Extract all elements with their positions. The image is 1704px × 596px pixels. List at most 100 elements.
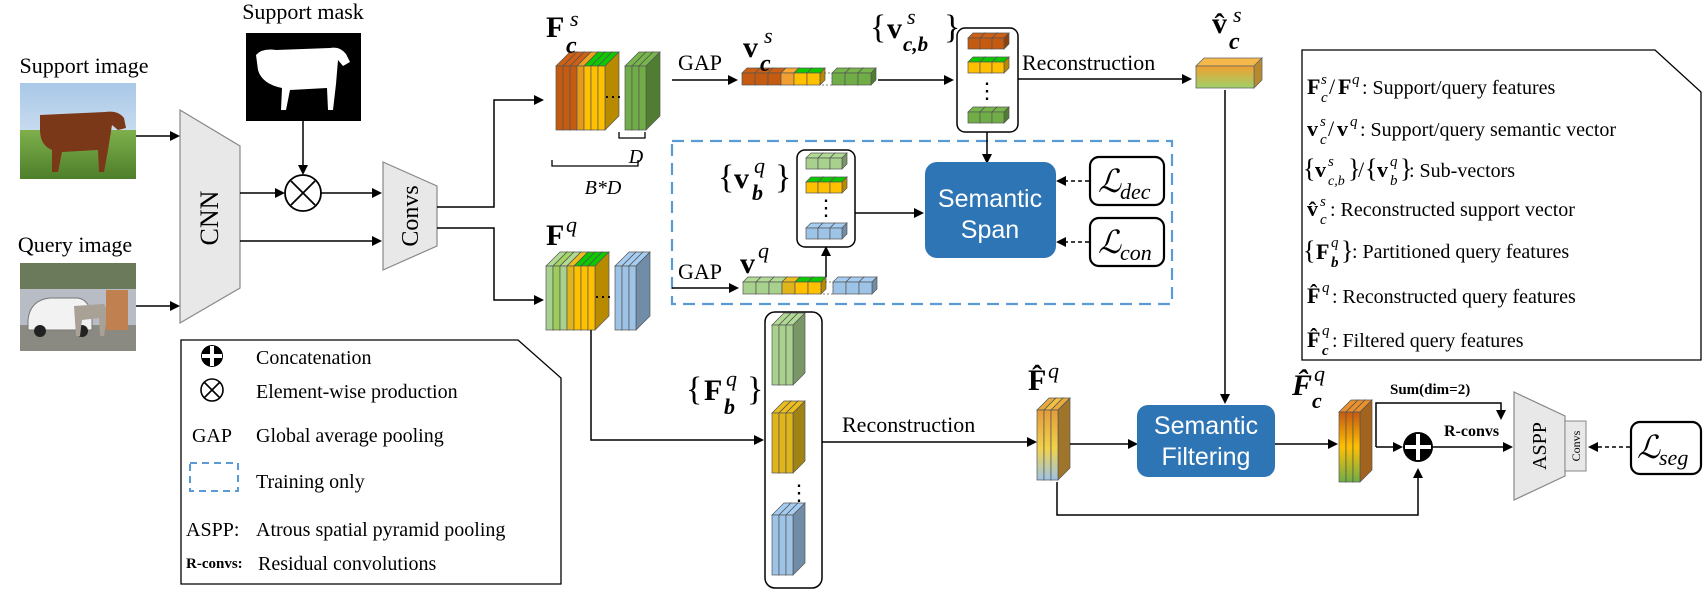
legend-rconvs-symbol: R-convs: xyxy=(186,556,243,572)
symbol-Fcs: F c s xyxy=(546,6,579,59)
svg-text:ℒ: ℒ xyxy=(1098,224,1122,260)
dim-d-label: D xyxy=(628,146,644,168)
legend-gap-symbol: GAP xyxy=(192,425,232,447)
query-image xyxy=(20,263,136,351)
symbol-vq: v q xyxy=(740,238,769,280)
svg-text:F: F xyxy=(1316,239,1329,264)
aspp-convs-label: Convs xyxy=(1569,430,1583,461)
loss-dec-box xyxy=(1088,155,1166,207)
legend-rconvs-text: Residual convolutions xyxy=(258,553,437,575)
symbol-vcs-hat: v̂ c s xyxy=(1212,2,1242,55)
support-mask-image xyxy=(246,33,361,121)
gap-support-label: GAP xyxy=(678,50,722,75)
svg-text:F: F xyxy=(546,11,564,44)
feature-channel xyxy=(638,51,661,131)
svg-text:v: v xyxy=(1315,157,1326,182)
d-brace xyxy=(618,132,646,139)
reconstructed-query-features xyxy=(1036,397,1071,481)
svg-text:s: s xyxy=(1320,194,1326,210)
partitioned-query-features xyxy=(771,312,806,576)
cnn-label: CNN xyxy=(195,190,224,245)
svg-text:{: { xyxy=(718,159,734,196)
svg-text:s: s xyxy=(1321,72,1327,88)
support-subvectors xyxy=(967,32,1010,124)
svg-text:F: F xyxy=(1307,74,1320,99)
svg-text:q: q xyxy=(1350,114,1358,130)
svg-text:{: { xyxy=(870,9,886,46)
concatenation-op xyxy=(1403,432,1433,462)
svg-text:q: q xyxy=(1322,280,1330,296)
semantic-span-label-line2: Span xyxy=(961,216,1019,244)
legend-aspp-symbol: ASPP: xyxy=(186,519,239,541)
svg-text:v: v xyxy=(1307,116,1318,141)
svg-text:c: c xyxy=(1320,212,1327,228)
loss-con-box xyxy=(1088,216,1166,268)
svg-text:}: } xyxy=(1400,154,1412,183)
training-only-region xyxy=(670,139,1174,306)
legend-concat-text: Concatenation xyxy=(256,347,372,369)
legend-training-icon xyxy=(189,462,239,492)
svg-text:}: } xyxy=(775,159,791,196)
legend-training-text: Training only xyxy=(256,471,365,493)
legend-filtered-text: : Filtered query features xyxy=(1332,330,1524,352)
legend-partitioned-text: : Partitioned query features xyxy=(1352,241,1569,263)
vdots-support-subvectors: ⋮ xyxy=(976,78,998,103)
svg-text:}: } xyxy=(747,371,763,408)
vdots-partitioned: ⋮ xyxy=(788,480,810,505)
svg-text:F̂: F̂ xyxy=(1028,364,1046,397)
svg-text:{: { xyxy=(1303,154,1315,183)
subvector-cell xyxy=(991,106,1010,124)
vector-cell xyxy=(857,67,877,86)
legend-vectors-text: : Support/query semantic vector xyxy=(1360,119,1616,141)
legend-row-filtered: F̂cq : Filtered query features xyxy=(1307,323,1524,359)
svg-text:b: b xyxy=(724,394,735,419)
svg-text:ℒ: ℒ xyxy=(1098,163,1122,199)
subvector-cell xyxy=(991,56,1010,74)
dim-bd-label: B*D xyxy=(585,177,622,199)
subvector-cell xyxy=(991,32,1010,50)
svg-text:s: s xyxy=(1233,2,1242,27)
hdots: ⋯ xyxy=(594,287,612,307)
svg-text:v: v xyxy=(734,162,749,195)
svg-text:v: v xyxy=(740,247,755,280)
svg-text:F̂: F̂ xyxy=(1307,327,1320,352)
svg-text:c: c xyxy=(760,51,771,77)
svg-text:q: q xyxy=(1048,358,1059,383)
partition-channel xyxy=(785,400,806,474)
svg-text:v: v xyxy=(743,31,758,64)
svg-text:{: { xyxy=(1303,236,1315,265)
legend-recon-vector-text: : Reconstructed support vector xyxy=(1330,199,1575,221)
legend-row-recon-vector: v̂cs : Reconstructed support vector xyxy=(1307,194,1575,228)
symbol-vcbs-set: { v c,b s } xyxy=(870,4,960,56)
convs-block xyxy=(382,161,438,271)
query-semantic-vector xyxy=(742,276,878,295)
svg-text:q: q xyxy=(726,366,737,391)
svg-text:/: / xyxy=(1358,157,1365,182)
svg-text:seg: seg xyxy=(1659,445,1688,470)
svg-text:v̂: v̂ xyxy=(1212,7,1227,40)
aspp-label: ASPP xyxy=(1529,422,1551,470)
feature-channel xyxy=(587,251,610,331)
symbol-Fq-hat: F̂ q xyxy=(1028,358,1059,397)
support-features-stack: ⋯ xyxy=(555,51,661,131)
bd-brace xyxy=(551,160,639,167)
recon-channel xyxy=(1050,397,1071,481)
svg-text:q: q xyxy=(1352,72,1360,88)
svg-text:con: con xyxy=(1120,240,1152,265)
svg-text:q: q xyxy=(1390,154,1398,170)
reconstruction-support-label: Reconstruction xyxy=(1022,50,1155,75)
svg-text:s: s xyxy=(570,6,579,31)
feature-channel xyxy=(597,51,620,131)
svg-text:v̂: v̂ xyxy=(1307,196,1318,221)
svg-text:/: / xyxy=(1328,116,1335,141)
symbol-vcs: v c s xyxy=(743,23,773,77)
svg-text:F̂: F̂ xyxy=(1291,369,1312,402)
symbol-Fcq-hat: F̂ c q xyxy=(1291,361,1325,413)
svg-text:b: b xyxy=(752,180,763,205)
svg-text:F̂: F̂ xyxy=(1307,283,1320,308)
svg-text:q: q xyxy=(1322,323,1330,339)
